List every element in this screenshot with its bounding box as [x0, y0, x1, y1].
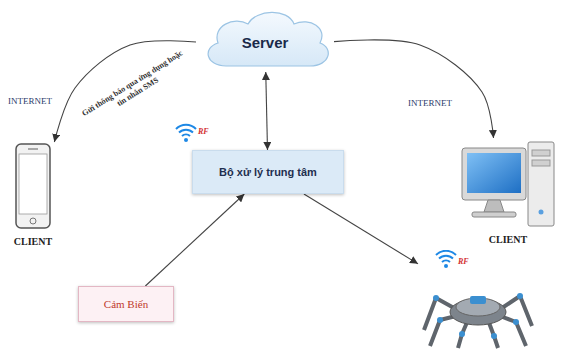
connector-arrow — [54, 41, 196, 142]
box-label: Bộ xử lý trung tâm — [219, 166, 317, 178]
rf-label: RF — [198, 127, 209, 136]
process-box: Bộ xử lý trung tâm — [192, 150, 344, 194]
edge-label: INTERNET — [406, 98, 454, 109]
connector-arrow — [145, 194, 244, 286]
computer-icon — [460, 138, 556, 230]
box-label: Cảm Biến — [104, 298, 148, 310]
label-holder: INTERNET — [406, 98, 454, 109]
client-label: CLIENT — [14, 236, 52, 247]
connector-arrow — [266, 72, 268, 150]
network-label: INTERNET — [8, 96, 52, 106]
robot-node: RF — [418, 250, 536, 350]
connector-arrow — [304, 194, 418, 264]
connector-arrow — [334, 40, 494, 138]
phone-icon — [4, 142, 62, 232]
phone-client: CLIENT — [4, 142, 62, 254]
label-holder: RF — [198, 127, 209, 136]
client-label: CLIENT — [489, 234, 527, 245]
label-holder: Gửi thông báo qua ứng dụng hoặc tin nhắn… — [76, 46, 193, 129]
computer-client: CLIENT — [460, 138, 556, 254]
edge-label: Gửi thông báo qua ứng dụng hoặc tin nhắn… — [76, 46, 193, 129]
server-cloud: Server — [196, 6, 334, 72]
wifi-icon — [176, 125, 196, 142]
robot-illustration — [418, 250, 536, 350]
server-label: Server — [242, 34, 289, 51]
label-holder: INTERNET — [8, 96, 52, 106]
sensor-box: Cảm Biến — [78, 286, 174, 322]
rf-label: RF — [458, 257, 469, 266]
